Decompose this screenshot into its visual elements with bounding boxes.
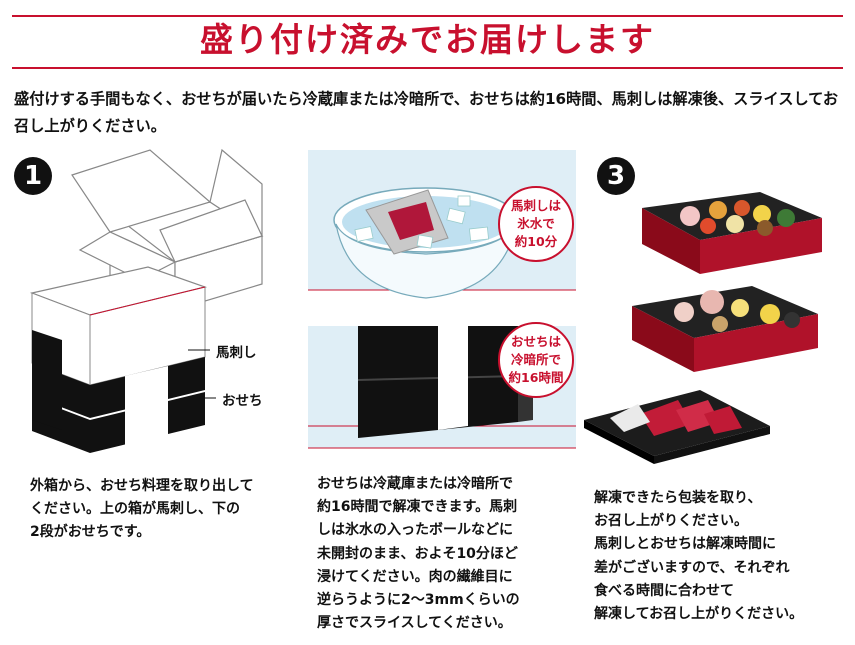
intro-text: 盛付けする手間もなく、おせちが届いたら冷蔵庫または冷暗所で、おせちは約16時間、…	[14, 90, 839, 135]
label-osechi: おせち	[222, 393, 263, 409]
caption-line: 逆らうように2～3mmくらいの	[317, 592, 520, 609]
step-3-illustration	[584, 192, 822, 464]
step-3-number: 3	[597, 157, 635, 195]
cube-top-edge	[89, 286, 206, 316]
caption-line: 馬刺しとおせちは解凍時間に	[594, 536, 776, 553]
caption-line: 外箱から、おせち料理を取り出して	[30, 478, 254, 494]
caption-line: 約16時間で解凍できます。馬刺	[317, 499, 518, 516]
jubako-middle-tier	[632, 286, 818, 372]
outer-box-flap-left	[71, 149, 212, 233]
sashimi-plate	[584, 390, 770, 464]
bubble-osechi: おせちは 冷暗所で 約16時間	[498, 322, 574, 398]
bubble-line: 約16時間	[508, 370, 564, 385]
outer-box-flap-front	[159, 199, 263, 263]
caption-line: おせちは冷蔵庫または冷暗所で	[317, 476, 513, 492]
bubble-umasashi: 馬刺しは 氷水で 約10分	[498, 186, 574, 262]
step-2-caption: おせちは冷蔵庫または冷暗所で 約16時間で解凍できます。馬刺 しは氷水の入ったボ…	[317, 473, 520, 635]
caption-line: 厚さでスライスしてください。	[317, 615, 512, 632]
fridge-box-ribbon	[438, 326, 468, 430]
step-3-caption: 解凍できたら包装を取り、 お召し上がりください。 馬刺しとおせちは解凍時間に 差…	[594, 487, 803, 626]
step-1-number: 1	[14, 157, 52, 195]
cube-ribbon	[125, 366, 168, 448]
caption-line: 未開封のまま、およそ10分ほど	[317, 545, 518, 562]
cube-front-black-band	[32, 330, 62, 430]
header-top-rule	[12, 15, 843, 17]
caption-line: 解凍してお召し上がりください。	[594, 606, 804, 623]
bubble-line: 約10分	[514, 234, 558, 249]
label-umasashi: 馬刺し	[216, 345, 257, 361]
bubble-line: おせちは	[510, 334, 561, 349]
step-2-top-illustration	[308, 150, 576, 299]
header-bottom-rule	[12, 67, 843, 69]
bubble-line: 氷水で	[517, 216, 555, 231]
page-header: 盛り付け済みでお届けします	[0, 0, 855, 74]
caption-line: ください。上の箱が馬刺し、下の	[30, 501, 240, 518]
caption-line: 食べる時間に合わせて	[594, 582, 734, 599]
caption-line: 解凍できたら包装を取り、	[594, 490, 762, 506]
step-1-illustration	[29, 148, 264, 453]
bubble-line: 馬刺しは	[510, 198, 561, 213]
jubako-top-tier	[642, 192, 822, 274]
page-title: 盛り付け済みでお届けします	[200, 20, 655, 59]
caption-line: 浸けてください。肉の繊維目に	[317, 568, 513, 585]
caption-line: しは氷水の入ったボールなどに	[317, 522, 513, 539]
caption-line: 2段がおせちです。	[30, 524, 151, 541]
caption-line: お召し上がりください。	[594, 513, 748, 530]
step-1-caption: 外箱から、おせち料理を取り出して ください。上の箱が馬刺し、下の 2段がおせちで…	[30, 475, 254, 545]
meat	[388, 202, 434, 240]
bubble-line: 冷暗所で	[510, 352, 561, 367]
caption-line: 差がございますので、それぞれ	[594, 559, 790, 576]
